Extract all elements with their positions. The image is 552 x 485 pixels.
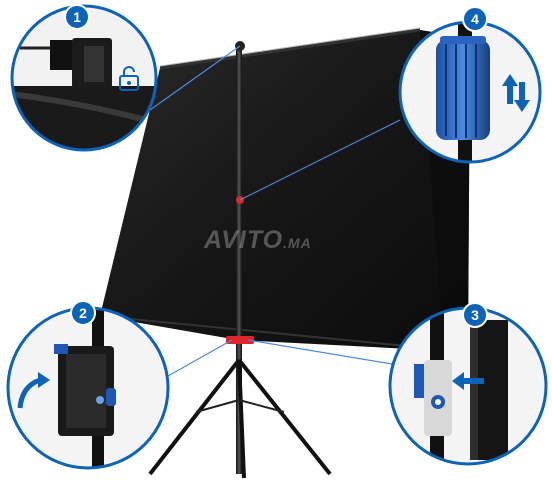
callout-leaders [149,45,401,377]
lock-icon [119,66,139,91]
tripod-leg-left [148,358,241,476]
top-wire [159,27,421,67]
callout-badge-1: 1 [64,4,90,30]
callout-circle-4 [398,20,542,164]
push-arrow-icon [452,372,484,390]
watermark-brand: AVITO [204,226,284,254]
leg-brace-right [238,399,285,413]
center-pole [236,44,242,474]
watermark: AVITO.MA [204,226,312,255]
leg-brace-left [195,399,240,413]
bottom-bracket-marker [226,336,254,344]
callout-badge-4: 4 [462,6,488,32]
watermark-suffix: .MA [283,235,312,251]
screen-top-bar [159,28,421,70]
tripod-leg-back [237,359,246,479]
tripod-leg-right [237,358,332,476]
callout-badge-3: 3 [462,302,488,328]
callout-circle-3 [388,306,548,466]
callout-badge-2: 2 [70,300,96,326]
screen-surface [100,30,470,352]
up-down-arrows-icon [502,74,530,112]
callout-circle-2 [6,306,170,470]
curved-arrow-icon [17,377,41,409]
curved-arrow-head [38,372,50,388]
